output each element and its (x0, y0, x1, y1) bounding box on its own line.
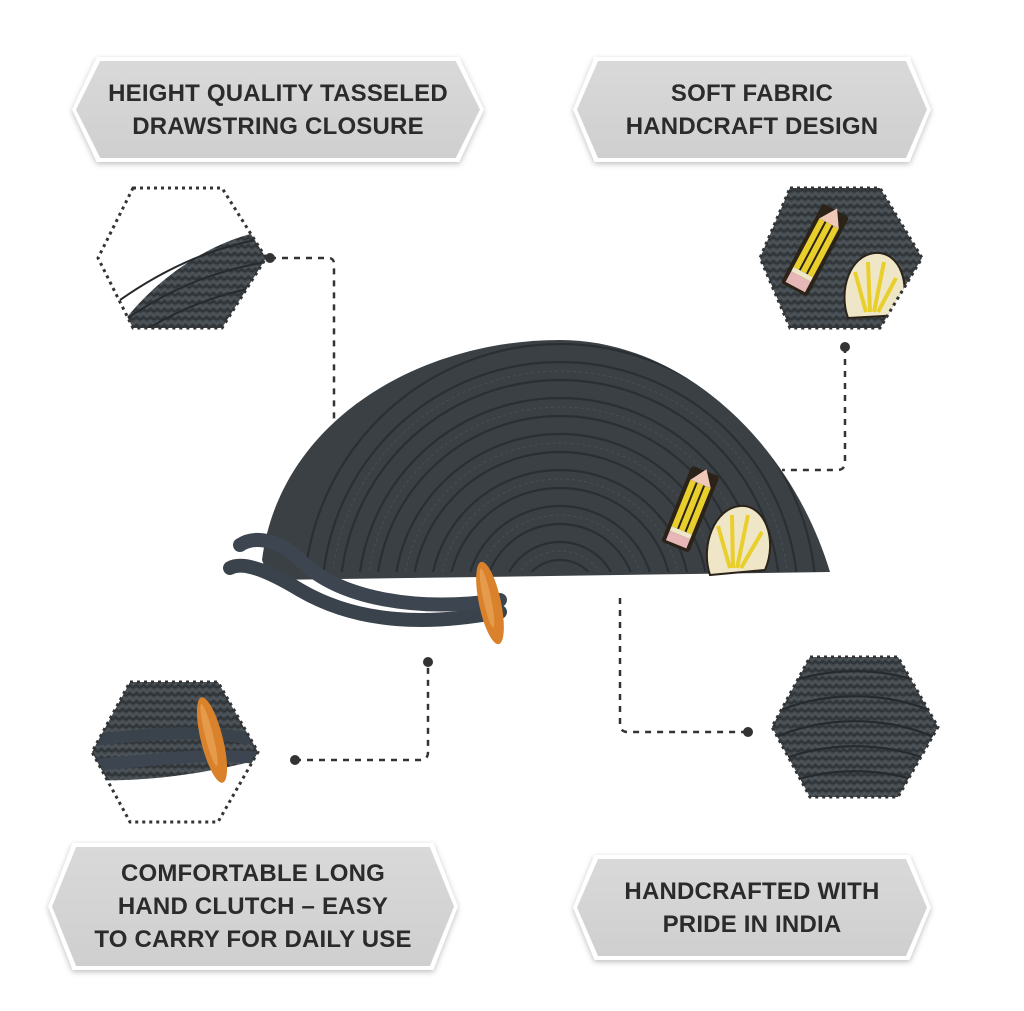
label-hexagon-shape (573, 57, 931, 162)
feature-label-long-hand-clutch: COMFORTABLE LONG HAND CLUTCH – EASY TO C… (48, 843, 458, 970)
pencil-patch-icon (662, 466, 719, 552)
wooden-toggle-icon (476, 561, 504, 645)
label-text: HEIGHT QUALITY TASSELED DRAWSTRING CLOSU… (108, 79, 448, 140)
hex-detail-patches (758, 186, 924, 330)
connector-lines (270, 256, 847, 762)
label-text: COMFORTABLE LONG HAND CLUTCH – EASY TO C… (94, 860, 412, 953)
label-text: SOFT FABRIC HANDCRAFT DESIGN (625, 79, 879, 140)
hex-detail-toggle-strap (90, 680, 260, 824)
label-text: HANDCRAFTED WITH PRIDE IN INDIA (624, 877, 880, 938)
label-hexagon-shape (72, 57, 484, 162)
feature-label-soft-fabric: SOFT FABRIC HANDCRAFT DESIGN (573, 57, 931, 162)
label-hexagon-shape (573, 855, 931, 960)
feature-label-drawstring-closure: HEIGHT QUALITY TASSELED DRAWSTRING CLOSU… (72, 57, 484, 162)
label-hexagon-shape (48, 843, 458, 970)
hex-detail-rope-edge (96, 186, 268, 330)
shell-patch-icon (705, 504, 772, 577)
feature-label-handcrafted-india: HANDCRAFTED WITH PRIDE IN INDIA (573, 855, 931, 960)
hex-detail-coil-texture (770, 655, 940, 799)
product-clutch-image (223, 340, 830, 645)
connector-dots (265, 253, 850, 765)
